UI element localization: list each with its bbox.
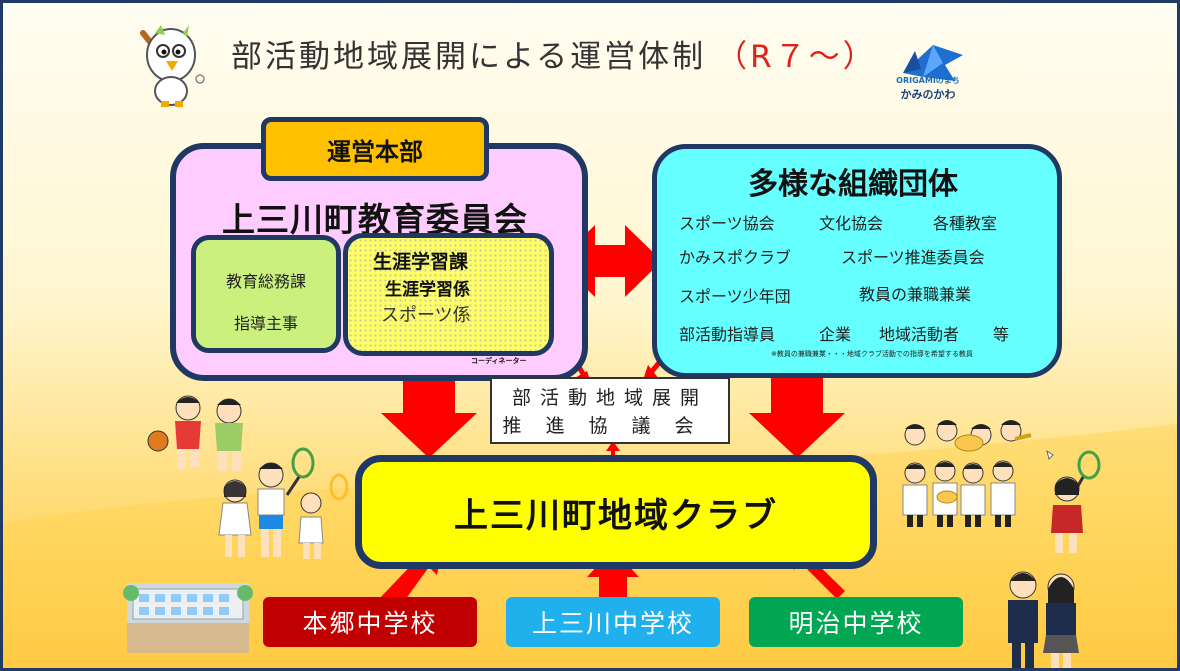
supervisor-label: 指導主事	[233, 314, 298, 333]
org-companies: 企業	[819, 325, 852, 344]
brass-band-illustration	[902, 420, 1032, 527]
org-various-classes: 各種教室	[933, 214, 998, 233]
lifelong-learning-section: 生涯学習係	[385, 280, 470, 300]
title-text: 部活動地域展開による運営体制	[231, 39, 707, 75]
school-kaminokawa: 上三川中学校	[506, 597, 720, 647]
tennis-kids-illustration	[218, 447, 349, 559]
basketball-kids-illustration	[147, 395, 243, 471]
origami-crane-logo-space	[888, 33, 968, 73]
community-club-box: 上三川町地域クラブ	[355, 455, 877, 569]
org-culture-association: 文化協会	[819, 214, 884, 233]
org-youth-sports: スポーツ少年団	[679, 287, 791, 306]
org-community-members: 地域活動者	[879, 325, 960, 344]
general-affairs-box: 教育総務課 指導主事	[191, 235, 341, 353]
org-sports-promotion-committee: スポーツ推進委員会	[841, 248, 985, 267]
council-line1: 部活動地域展開	[511, 387, 708, 409]
school-hongo: 本郷中学校	[263, 597, 477, 647]
org-kamispo-club: かみスポクラブ	[679, 248, 792, 267]
organizations-title: 多様な組織団体	[748, 167, 958, 202]
coordinator-label: コーディネーター	[471, 357, 527, 365]
organizations-box	[652, 144, 1062, 378]
school2-up-arrow	[587, 549, 639, 597]
page-title: 部活動地域展開による運営体制（R７～）	[231, 31, 877, 76]
organizations-footnote: ※教員の兼職兼業・・・地域クラブ活動での指導を希望する教員	[771, 350, 973, 358]
school-meiji: 明治中学校	[749, 597, 963, 647]
mascot-illustration	[140, 25, 205, 107]
students-illustration	[1008, 571, 1079, 668]
org-sports-association: スポーツ協会	[679, 214, 775, 233]
badminton-girl-illustration	[1046, 449, 1101, 553]
lifelong-learning-box	[343, 233, 554, 356]
lifelong-learning-division: 生涯学習課	[373, 251, 469, 273]
promotion-council-box: 部活動地域展開 推進協議会	[490, 377, 730, 444]
org-etc: 等	[993, 325, 1010, 344]
org-teacher-side-jobs: 教員の兼職兼業	[859, 285, 972, 304]
origami-crane-logo	[903, 45, 963, 81]
council-line2: 推進協議会	[502, 415, 718, 437]
education-board-title: 上三川町教育委員会	[222, 200, 528, 239]
hq-to-club-arrow	[381, 373, 477, 458]
org-club-instructors: 部活動指導員	[679, 325, 776, 344]
title-suffix: （R７～）	[716, 39, 877, 75]
town-logo: ORIGAMIのまち かみのかわ	[888, 33, 968, 101]
headquarters-tab: 運営本部	[261, 117, 489, 181]
logo-name: かみのかわ	[900, 88, 956, 101]
orgs-to-club-arrow	[749, 373, 845, 458]
sports-section: スポーツ係	[381, 305, 471, 326]
school-building-illustration	[123, 583, 253, 653]
general-affairs-label: 教育総務課	[225, 272, 306, 291]
logo-subtitle: ORIGAMIのまち	[896, 76, 960, 85]
